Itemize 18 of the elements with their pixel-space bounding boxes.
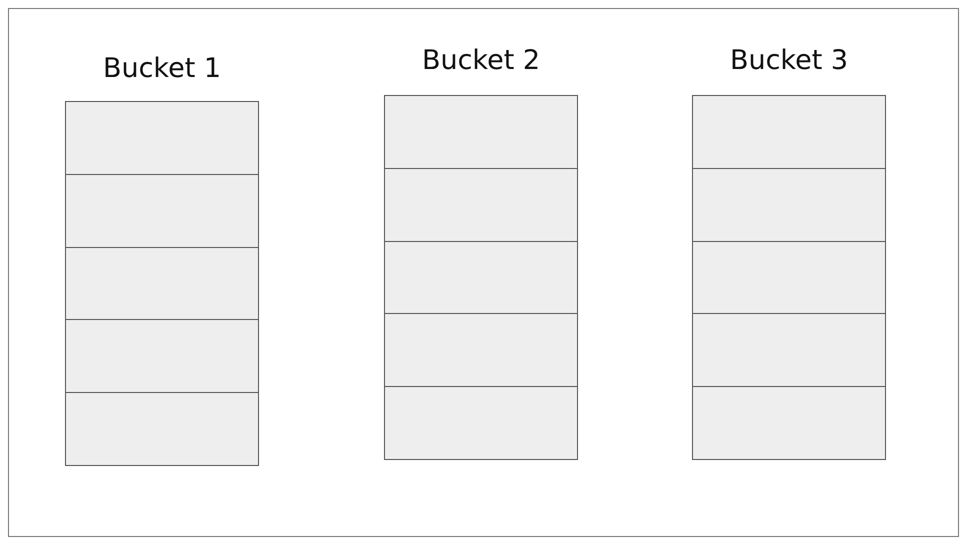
bucket-slot: [65, 101, 259, 175]
bucket-slot: [692, 240, 886, 314]
bucket-slot: [692, 95, 886, 169]
bucket-slot: [65, 392, 259, 466]
bucket-slot: [384, 240, 578, 314]
bucket-slot: [65, 174, 259, 248]
bucket-slot: [384, 95, 578, 169]
bucket-slot: [384, 168, 578, 242]
bucket-title: Bucket 2: [420, 45, 542, 77]
bucket-slot: [692, 386, 886, 460]
bucket-slot: [692, 313, 886, 388]
bucket-title: Bucket 3: [728, 45, 850, 77]
bucket-slot: [384, 386, 578, 460]
bucket-slot: [65, 319, 259, 394]
bucket-title: Bucket 1: [102, 53, 222, 85]
bucket-slot: [65, 246, 259, 320]
bucket-slot: [384, 313, 578, 388]
bucket-slot: [692, 168, 886, 242]
